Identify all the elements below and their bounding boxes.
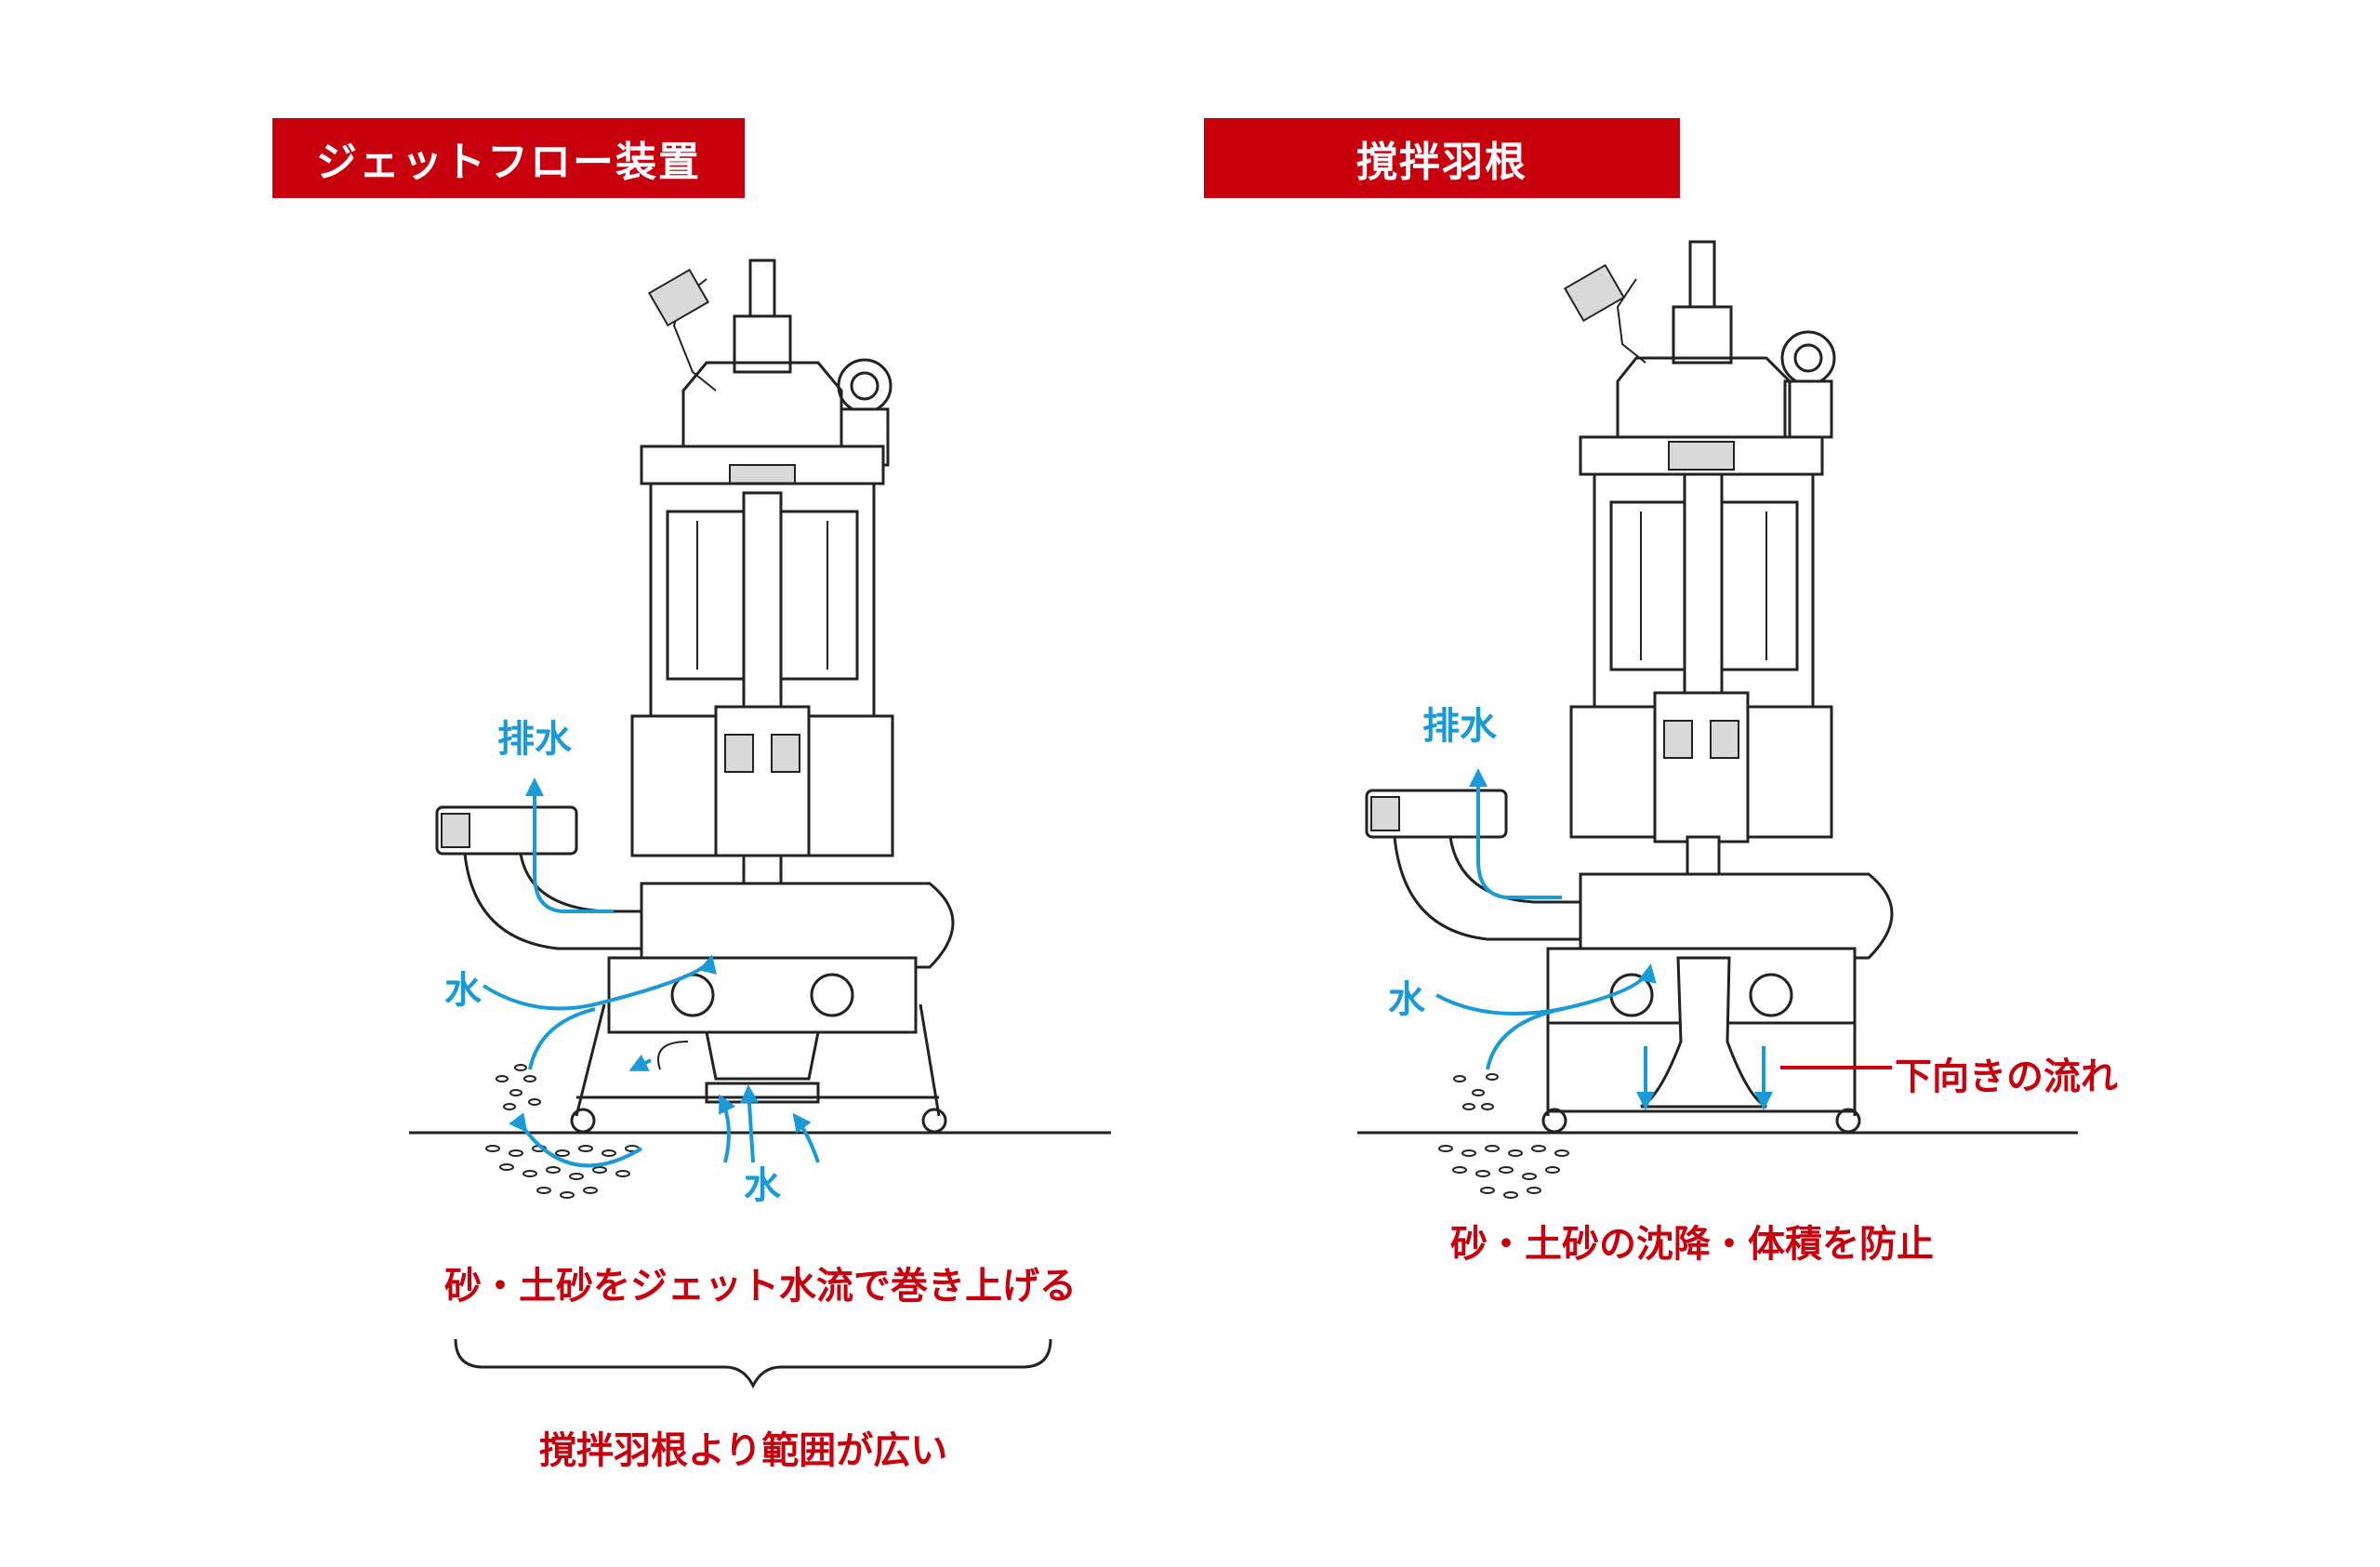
right-flow-arrows — [1435, 768, 1892, 1110]
left-flow-arrows — [482, 777, 820, 1168]
right-label-downflow: 下向きの流れ — [1895, 1056, 2118, 1098]
right-caption: 砂・土砂の沈降・体積を防止 — [1450, 1223, 1934, 1266]
left-sand-particles — [485, 1064, 640, 1199]
left-brace — [454, 1338, 1052, 1389]
left-label-discharge: 排水 — [497, 718, 572, 761]
left-sub-caption: 撹拌羽根より範囲が広い — [539, 1429, 948, 1472]
right-label-water-side: 水 — [1388, 978, 1425, 1021]
right-label-discharge: 排水 — [1422, 705, 1497, 748]
header-jet-flow: ジェットフロー装置 — [272, 118, 745, 198]
left-pump-drawing — [409, 259, 1111, 1135]
left-label-water-side: 水 — [444, 969, 482, 1012]
header-agitator-blade: 撹拌羽根 — [1204, 118, 1680, 198]
right-pump-drawing — [1357, 240, 2078, 1135]
right-sand-particles — [1438, 1073, 1569, 1199]
left-caption: 砂・土砂をジェット水流で巻き上げる — [444, 1265, 1077, 1308]
left-label-water-bottom: 水 — [744, 1164, 781, 1207]
